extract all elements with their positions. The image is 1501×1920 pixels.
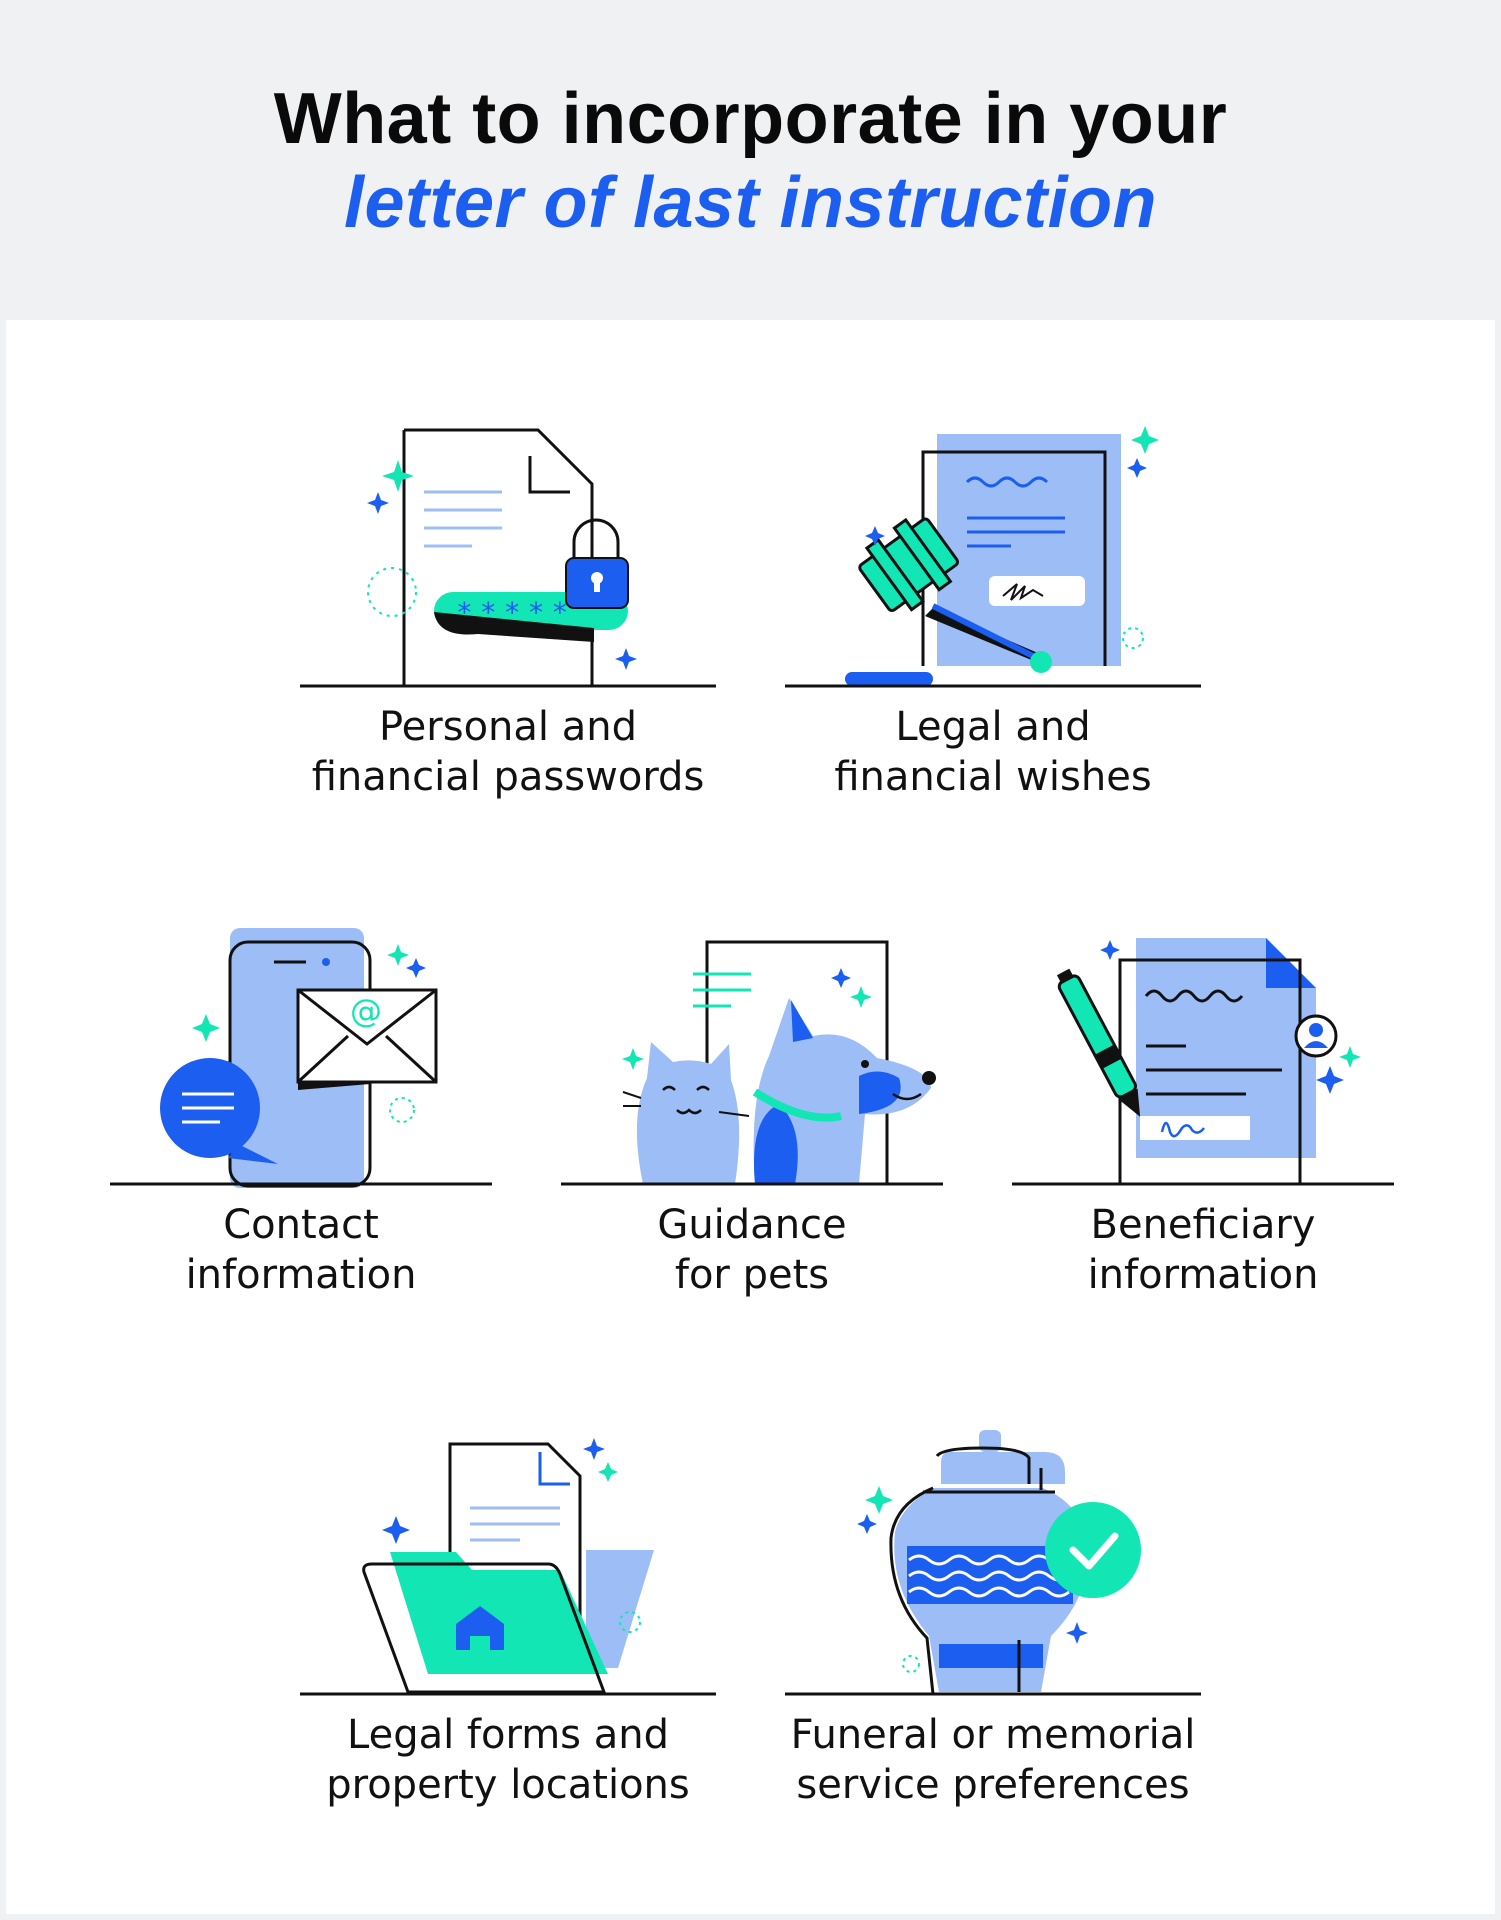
caption-legal-wishes: Legal and financial wishes [783,702,1203,802]
caption-line-2: service preferences [796,1762,1190,1808]
item-contact: @ Contact information [108,918,494,1318]
caption-funeral: Funeral or memorial service preferences [783,1710,1203,1810]
item-pets: Guidance for pets [559,918,945,1318]
item-passwords: ***** Personal and financial passwords [298,420,718,820]
cat-dog-icon [561,940,943,1186]
caption-line-1: Funeral or memorial [790,1712,1196,1758]
phone-mail-chat-icon: @ [110,928,492,1188]
caption-line-1: Personal and [378,704,637,750]
caption-contact: Contact information [108,1200,494,1300]
caption-line-1: Contact [223,1202,379,1248]
caption-passwords: Personal and financial passwords [298,702,718,802]
folder-house-document-icon [300,1438,716,1696]
caption-line-2: financial passwords [311,754,705,800]
caption-line-1: Guidance [657,1202,847,1248]
urn-checkmark-icon [785,1430,1201,1696]
caption-line-1: Legal forms and [347,1712,669,1758]
caption-line-2: property locations [326,1762,690,1808]
title-line-1: What to incorporate in your [273,79,1228,159]
caption-line-2: financial wishes [834,754,1152,800]
title-line-2: letter of last instruction [343,163,1158,243]
caption-legal-forms: Legal forms and property locations [298,1710,718,1810]
caption-line-2: for pets [674,1252,830,1298]
item-legal-wishes: Legal and financial wishes [783,420,1203,820]
caption-pets: Guidance for pets [559,1200,945,1300]
password-mask: ***** [456,596,575,629]
caption-line-1: Beneficiary [1090,1202,1316,1248]
caption-line-2: information [1087,1252,1319,1298]
gavel-document-icon [785,426,1201,688]
caption-line-2: information [185,1252,417,1298]
item-beneficiary: Beneficiary information [1010,918,1396,1318]
signed-document-pen-icon [1012,938,1394,1186]
caption-beneficiary: Beneficiary information [1010,1200,1396,1300]
item-funeral: Funeral or memorial service preferences [783,1428,1203,1828]
header: What to incorporate in your letter of la… [0,0,1501,320]
caption-line-1: Legal and [895,704,1091,750]
item-legal-forms: Legal forms and property locations [298,1428,718,1828]
document-lock-password-icon: ***** [300,428,716,688]
svg-text:@: @ [350,992,382,1030]
